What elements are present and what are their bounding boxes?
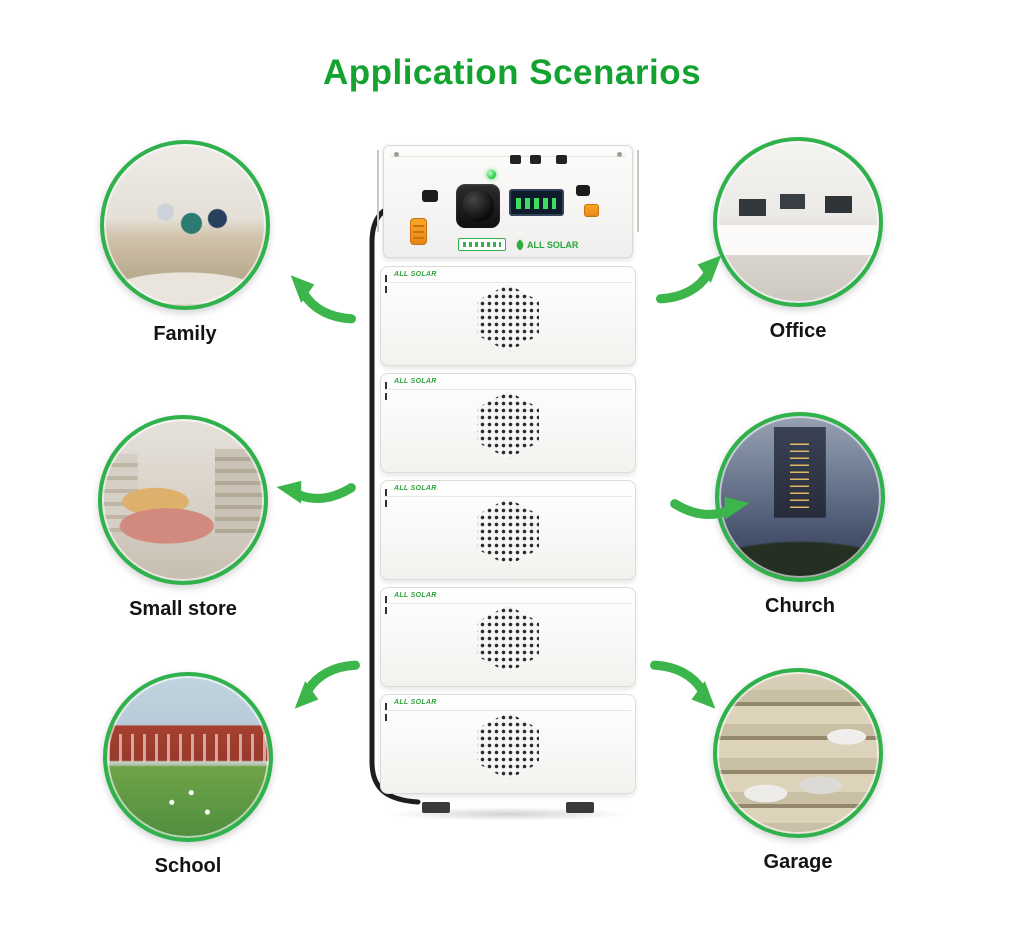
battery-module-2: ALL SOLAR	[380, 373, 636, 473]
hexagon-vent-icon	[477, 712, 539, 780]
module-brand-logo: ALL SOLAR	[394, 592, 437, 599]
arrow-to-family-icon	[290, 275, 356, 324]
leaf-logo-icon	[514, 238, 526, 251]
output-port-icon	[576, 185, 590, 196]
module-brand-logo: ALL SOLAR	[394, 699, 437, 706]
battery-module-3: ALL SOLAR	[380, 480, 636, 580]
tower-foot	[422, 802, 450, 813]
family-photo	[100, 140, 270, 310]
battery-module-1: ALL SOLAR	[380, 266, 636, 366]
hexagon-vent-icon	[477, 605, 539, 673]
scenario-label-church: Church	[765, 595, 835, 617]
battery-module-5: ALL SOLAR	[380, 694, 636, 794]
school-photo	[103, 672, 273, 842]
arrow-to-school-icon	[294, 660, 360, 709]
scenario-family: Family	[96, 140, 274, 346]
scenario-office: Office	[709, 137, 887, 343]
hexagon-vent-icon	[477, 284, 539, 352]
hexagon-vent-icon	[477, 391, 539, 459]
side-rail-left	[377, 150, 379, 232]
lcd-display	[509, 189, 564, 216]
orange-connector	[410, 218, 427, 245]
arrow-to-small-store-icon	[276, 480, 356, 504]
page-title: Application Scenarios	[322, 53, 702, 93]
screw-icon	[394, 152, 399, 157]
scenario-small-store: Small store	[94, 415, 272, 621]
module-brand-logo: ALL SOLAR	[394, 378, 437, 385]
scenario-label-office: Office	[769, 320, 827, 342]
arrow-to-church-icon	[670, 496, 750, 520]
garage-photo	[713, 668, 883, 838]
orange-button	[584, 204, 599, 217]
scenario-label-small-store: Small store	[129, 598, 237, 620]
tower-foot	[566, 802, 594, 813]
top-port-icon	[510, 155, 521, 164]
brand-text: ALL SOLAR	[527, 239, 579, 250]
church-photo	[715, 412, 885, 582]
scenario-label-school: School	[154, 855, 222, 877]
battery-module-4: ALL SOLAR	[380, 587, 636, 687]
module-brand-logo: ALL SOLAR	[394, 485, 437, 492]
rotary-switch-knob	[456, 184, 500, 228]
hexagon-vent-icon	[477, 498, 539, 566]
inverter-control-unit: ALL SOLAR	[377, 145, 639, 258]
side-rail-right	[637, 150, 639, 232]
spec-label-badge	[458, 238, 506, 251]
battery-storage-tower: ALL SOLAR ALL SOLAR ALL SOLAR ALL SOLAR …	[377, 145, 639, 821]
arrow-to-office-icon	[656, 255, 722, 304]
arrow-to-garage-icon	[650, 660, 716, 709]
scenario-label-family: Family	[153, 323, 217, 345]
screw-icon	[617, 152, 622, 157]
scenario-church: Church	[711, 412, 889, 618]
top-port-icon	[556, 155, 567, 164]
input-port-icon	[422, 190, 438, 202]
office-photo	[713, 137, 883, 307]
top-port-icon	[530, 155, 541, 164]
power-led-icon	[487, 170, 496, 179]
scenario-garage: Garage	[709, 668, 887, 874]
small-store-photo	[98, 415, 268, 585]
brand-badge: ALL SOLAR	[514, 238, 579, 251]
module-brand-logo: ALL SOLAR	[394, 271, 437, 278]
scenario-school: School	[99, 672, 277, 878]
top-seam	[390, 150, 626, 157]
scenario-label-garage: Garage	[763, 851, 833, 873]
